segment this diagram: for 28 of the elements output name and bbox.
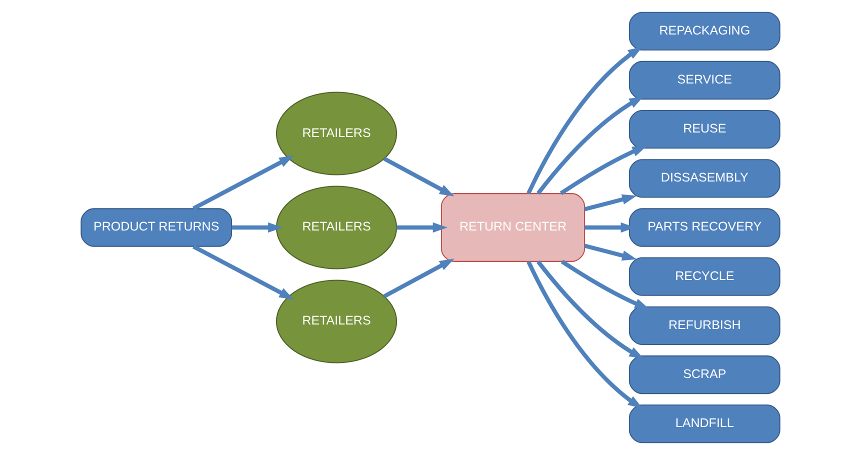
arrow bbox=[526, 260, 643, 408]
arrow bbox=[584, 244, 637, 261]
node-box: DISSASEMBLY bbox=[628, 159, 780, 198]
node-box: REPACKAGING bbox=[628, 12, 780, 50]
node-ellipse: RETAILERS bbox=[276, 280, 398, 364]
node-ellipse: RETAILERS bbox=[276, 92, 398, 176]
arrow bbox=[526, 46, 643, 194]
arrow bbox=[192, 244, 294, 300]
node-ellipse: RETAILERS bbox=[276, 186, 398, 270]
node-box: PRODUCT RETURNS bbox=[80, 208, 232, 247]
node-box: RETURN CENTER bbox=[440, 193, 586, 262]
arrow bbox=[560, 260, 650, 310]
node-box: RECYCLE bbox=[628, 257, 780, 296]
node-box: REFURBISH bbox=[628, 306, 780, 345]
arrow bbox=[536, 260, 644, 359]
arrow bbox=[396, 222, 448, 233]
node-box: REUSE bbox=[628, 110, 780, 149]
arrow bbox=[192, 155, 294, 210]
arrow bbox=[232, 222, 283, 233]
node-box: SERVICE bbox=[628, 60, 780, 100]
node-box: PARTS RECOVERY bbox=[628, 208, 780, 247]
node-box: SCRAP bbox=[628, 355, 780, 394]
arrow bbox=[560, 146, 648, 196]
arrow bbox=[584, 194, 637, 212]
arrow bbox=[383, 258, 454, 298]
arrow bbox=[383, 156, 454, 196]
arrow bbox=[536, 96, 644, 195]
node-box: LANDFILL bbox=[628, 404, 780, 444]
